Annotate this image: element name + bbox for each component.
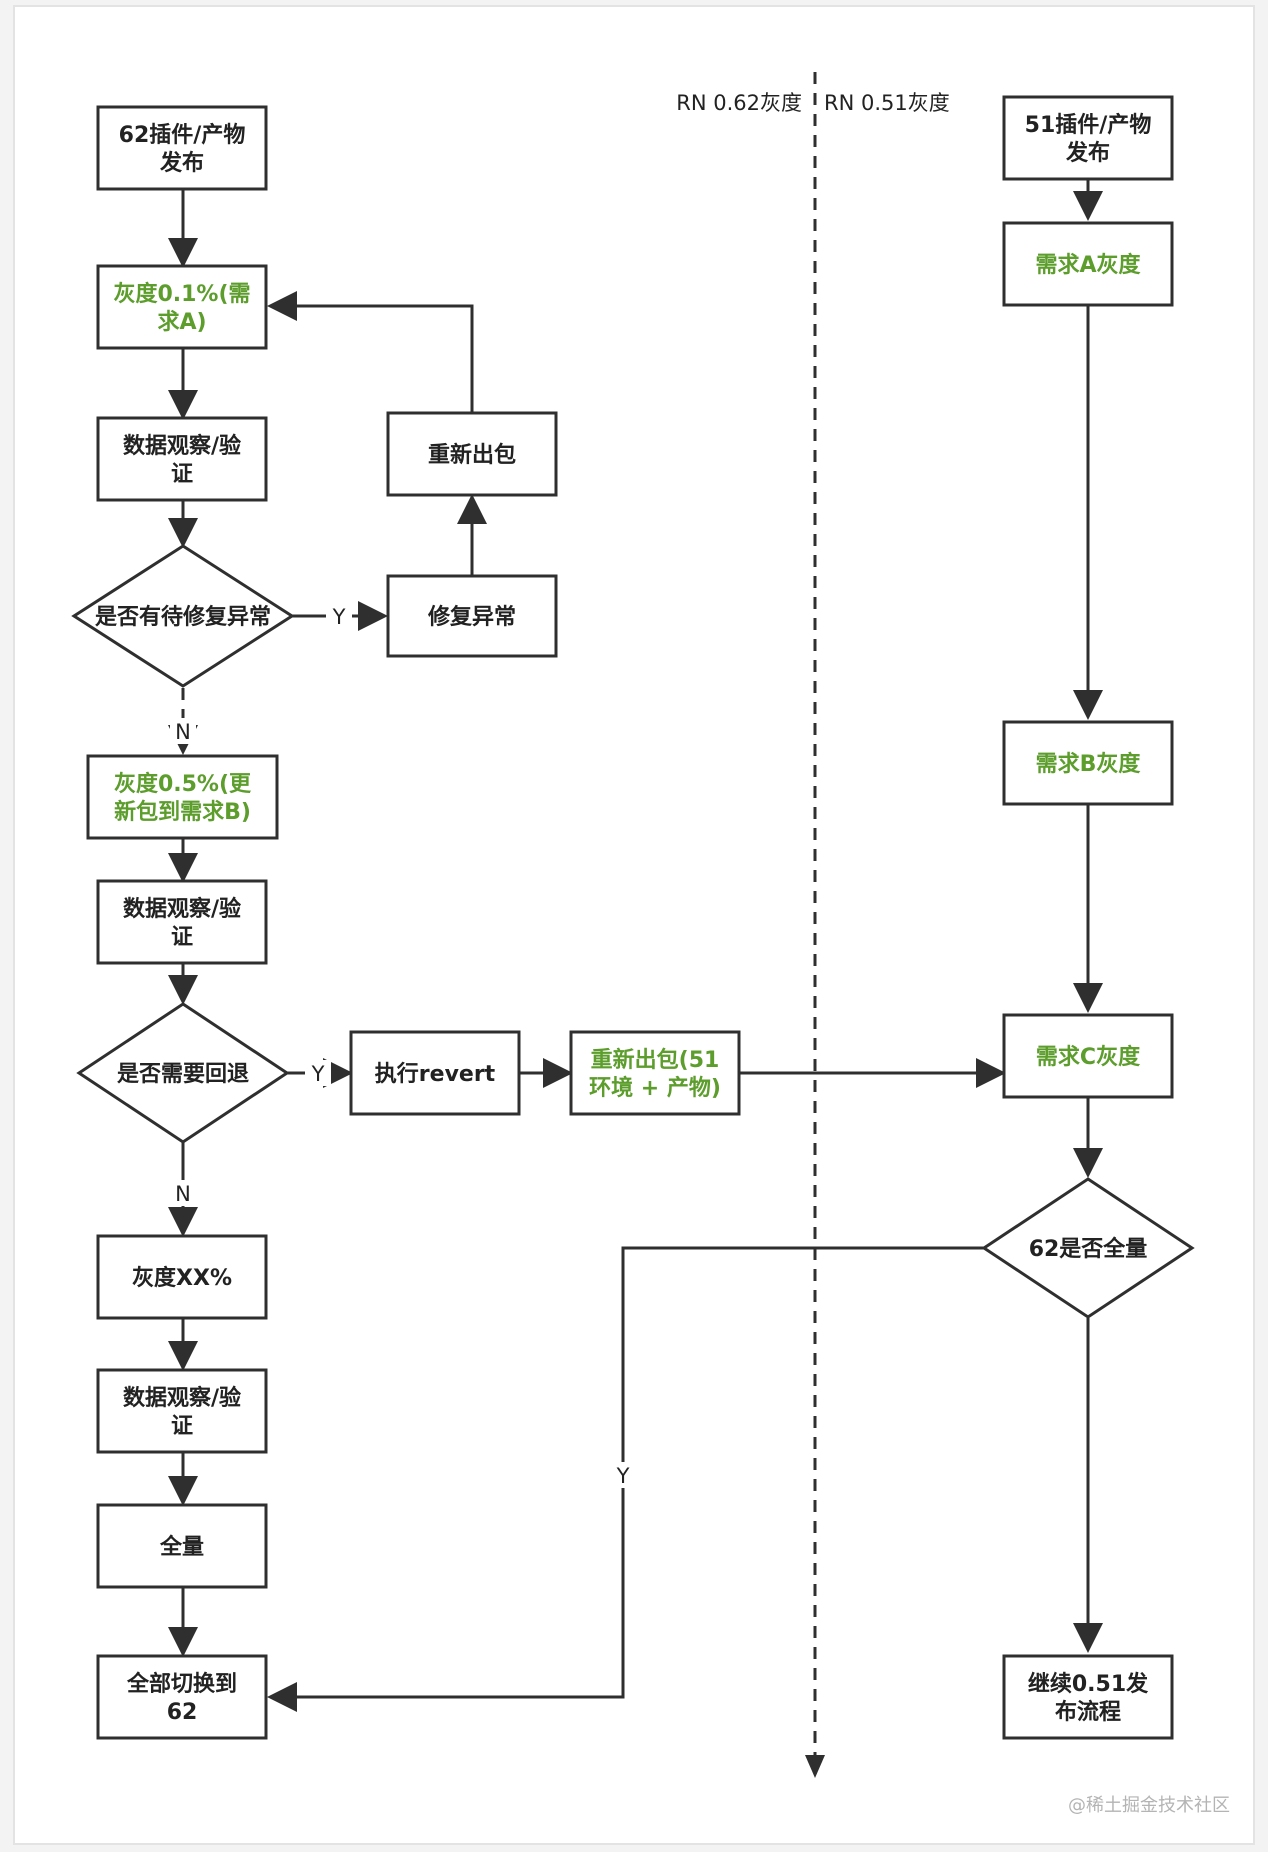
node-label-l-publish-line-2: 发布 xyxy=(159,150,204,176)
node-label-r-publish-line-2: 发布 xyxy=(1065,140,1110,166)
node-l-observe3: 数据观察/验证 xyxy=(96,1368,268,1454)
node-label-r-continue-line-1: 继续0.51发 xyxy=(1028,1671,1149,1697)
node-label-l-observe2-line-2: 证 xyxy=(171,925,193,950)
lane-label-left: RN 0.62灰度 xyxy=(676,91,802,115)
node-label-l-switch-line-1: 全部切换到 xyxy=(126,1671,237,1697)
process-box xyxy=(1002,720,1174,806)
process-box xyxy=(349,1030,521,1116)
node-l-switch: 全部切换到 62 xyxy=(96,1654,268,1740)
process-box xyxy=(96,1503,268,1589)
node-label-r-grayB-line-1: 需求B灰度 xyxy=(1036,751,1142,777)
node-label-l-full-line-1: 全量 xyxy=(159,1534,204,1560)
node-rebuild: 重新出包 xyxy=(386,411,558,497)
node-revert: 执行revert xyxy=(349,1030,521,1116)
node-label-r-grayC-line-1: 需求C灰度 xyxy=(1036,1044,1141,1070)
edge-label-rollback-no: N xyxy=(175,1182,191,1206)
node-l-observe1: 数据观察/验证 xyxy=(96,416,268,502)
node-label-r-continue-line-2: 布流程 xyxy=(1055,1699,1121,1725)
edge-label-bg xyxy=(610,1462,636,1488)
node-r-full-q: 62是否全量 xyxy=(981,1177,1195,1319)
node-label-l-observe2-line-1: 数据观察/验 xyxy=(123,896,241,922)
edge-label-bg xyxy=(170,1180,196,1206)
node-label-rebuild-line-1: 重新出包 xyxy=(428,442,516,468)
node-r-grayA: 需求A灰度 xyxy=(1002,221,1174,307)
edge-label-bg xyxy=(326,603,352,629)
node-fix: 修复异常 xyxy=(386,574,558,658)
node-label-l-observe1-line-1: 数据观察/验 xyxy=(123,433,241,459)
node-label-r-grayA-line-1: 需求A灰度 xyxy=(1035,252,1141,278)
process-box xyxy=(1002,1654,1174,1740)
process-box xyxy=(86,754,279,840)
node-r-grayB: 需求B灰度 xyxy=(1002,720,1174,806)
lane-divider-arrowhead xyxy=(805,1755,825,1778)
node-label-l-observe3-line-2: 证 xyxy=(171,1414,193,1439)
node-l-fix-q: 是否有待修复异常 xyxy=(71,544,295,688)
process-box xyxy=(1002,95,1174,181)
node-label-fix-line-1: 修复异常 xyxy=(427,604,516,630)
node-r-grayC: 需求C灰度 xyxy=(1002,1013,1174,1099)
edge-label-full-yes: Y xyxy=(616,1464,630,1488)
node-label-l-grayxx-line-1: 灰度XX% xyxy=(132,1265,232,1291)
edge-label-fix-no: N xyxy=(175,720,191,744)
node-l-full: 全量 xyxy=(96,1503,268,1589)
process-box xyxy=(96,1368,268,1454)
node-l-rollback-q: 是否需要回退 xyxy=(76,1002,290,1144)
node-label-l-rollback-q-line-1: 是否需要回退 xyxy=(117,1062,249,1087)
node-label-r-publish-line-1: 51插件/产物 xyxy=(1025,112,1152,138)
node-l-gray01: 灰度0.1%(需求A) xyxy=(96,264,268,350)
decision-diamond xyxy=(71,544,295,688)
edge-label-bg xyxy=(170,718,196,744)
node-label-l-gray01-line-1: 灰度0.1%(需 xyxy=(113,281,250,307)
process-box xyxy=(569,1030,741,1116)
node-label-rebuild51-line-2: 环境 + 产物) xyxy=(589,1075,721,1101)
process-box xyxy=(96,105,268,191)
node-l-observe2: 数据观察/验证 xyxy=(96,879,268,965)
node-label-revert-line-1: 执行revert xyxy=(375,1061,496,1087)
node-label-l-gray05-line-2: 新包到需求B) xyxy=(114,799,251,825)
node-label-l-fix-q-line-1: 是否有待修复异常 xyxy=(95,604,271,630)
process-box xyxy=(96,264,268,350)
watermark-text: @稀土掘金技术社区 xyxy=(1068,1795,1230,1816)
edge-label-rollback-yes: Y xyxy=(311,1062,325,1086)
node-label-l-switch-line-2: 62 xyxy=(167,1700,198,1725)
node-label-l-gray01-line-2: 求A) xyxy=(157,310,206,335)
process-box xyxy=(1002,1013,1174,1099)
decision-diamond xyxy=(981,1177,1195,1319)
decision-diamond xyxy=(76,1002,290,1144)
node-label-l-publish-line-1: 62插件/产物 xyxy=(119,122,246,148)
node-l-grayxx: 灰度XX% xyxy=(96,1234,268,1320)
edge-label-fix-yes: Y xyxy=(332,605,346,629)
process-box xyxy=(386,574,558,658)
process-box xyxy=(1002,221,1174,307)
node-label-l-observe1-line-2: 证 xyxy=(171,462,193,487)
process-box xyxy=(386,411,558,497)
process-box xyxy=(96,879,268,965)
process-box xyxy=(96,416,268,502)
node-label-rebuild51-line-1: 重新出包(51 xyxy=(591,1047,720,1073)
process-box xyxy=(96,1654,268,1740)
lane-label-right: RN 0.51灰度 xyxy=(824,91,950,115)
process-box xyxy=(96,1234,268,1320)
node-label-l-observe3-line-1: 数据观察/验 xyxy=(123,1385,241,1411)
edge-label-bg xyxy=(305,1060,331,1086)
node-label-r-full-q-line-1: 62是否全量 xyxy=(1029,1236,1148,1262)
node-label-l-gray05-line-1: 灰度0.5%(更 xyxy=(114,771,252,797)
edge-rebuild-to-gray01 xyxy=(267,291,474,412)
